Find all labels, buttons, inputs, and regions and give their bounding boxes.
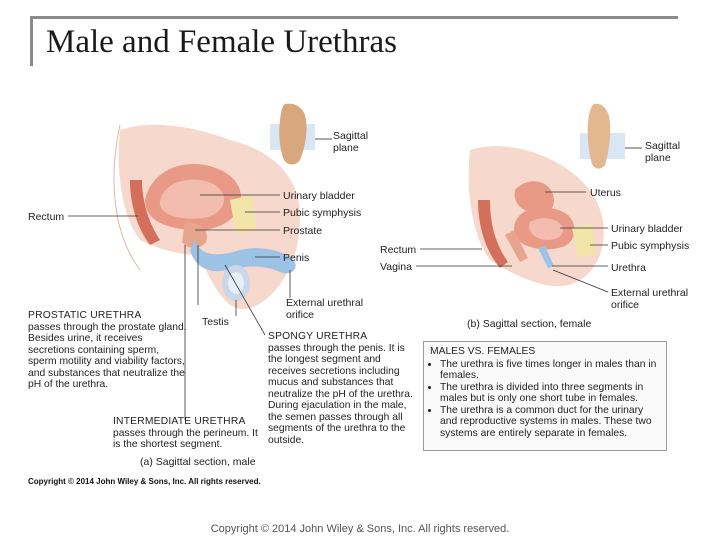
intermediate-urethra-heading: INTERMEDIATE URETHRA — [113, 416, 246, 427]
title-frame-top — [30, 16, 678, 19]
female-pubic-symphysis-label: Pubic symphysis — [611, 240, 690, 252]
female-sagittal-plane-figure — [580, 103, 642, 169]
female-sagittal-section — [468, 146, 604, 287]
female-sagittal-plane-label: Sagittal plane — [645, 140, 681, 164]
spongy-urethra-description: SPONGY URETHRA passes through the penis.… — [268, 331, 414, 446]
male-rectum-label: Rectum — [28, 211, 65, 223]
comparison-item: The urethra is divided into three segmen… — [440, 382, 660, 405]
male-sagittal-section — [113, 124, 301, 309]
male-testis-label: Testis — [202, 316, 229, 328]
spongy-urethra-text: passes through the penis. It is the long… — [268, 342, 413, 446]
male-sagittal-plane-figure — [270, 103, 332, 165]
males-vs-females-box: MALES VS. FEMALES The urethra is five ti… — [423, 341, 667, 451]
prostatic-urethra-heading: PROSTATIC URETHRA — [28, 310, 142, 321]
intermediate-urethra-text: passes through the perineum. It is the s… — [113, 427, 258, 451]
comparison-item: The urethra is a common duct for the uri… — [440, 405, 660, 440]
female-uterus — [514, 181, 555, 215]
female-pubic-symphysis — [572, 224, 596, 258]
female-urethra — [538, 246, 554, 268]
male-leader-lines — [68, 194, 291, 420]
comparison-item: The urethra is five times longer in male… — [440, 359, 660, 382]
title-frame-left — [30, 16, 33, 66]
prostatic-urethra-text: passes through the prostate gland. Besid… — [28, 321, 187, 391]
female-vagina-label: Vagina — [380, 261, 412, 273]
male-spongy-urethra — [190, 240, 296, 274]
male-prostate-label: Prostate — [283, 225, 323, 237]
figure-copyright: Copyright © 2014 John Wiley & Sons, Inc.… — [28, 477, 261, 486]
female-external-urethral-orifice-label: External urethral orifice — [611, 287, 689, 311]
male-pubic-symphysis — [230, 195, 256, 234]
male-penis-label: Penis — [283, 252, 310, 264]
slide-title: Male and Female Urethras — [46, 24, 397, 60]
spongy-urethra-heading: SPONGY URETHRA — [268, 331, 368, 342]
slide-copyright: Copyright © 2014 John Wiley & Sons, Inc.… — [210, 523, 510, 535]
female-uterus-label: Uterus — [590, 187, 621, 199]
male-prostate — [182, 222, 207, 248]
male-rectum — [130, 180, 160, 245]
comparison-heading: MALES VS. FEMALES — [430, 346, 536, 357]
male-caption: (a) Sagittal section, male — [140, 456, 256, 468]
female-urethra-label: Urethra — [611, 262, 647, 274]
male-pubic-symphysis-label: Pubic symphysis — [283, 207, 362, 219]
female-rectum — [478, 200, 508, 268]
female-rectum-label: Rectum — [380, 244, 417, 256]
female-vagina — [505, 230, 528, 262]
prostatic-urethra-description: PROSTATIC URETHRA passes through the pro… — [28, 310, 188, 391]
female-urinary-bladder-label: Urinary bladder — [611, 223, 683, 235]
male-urinary-bladder-label: Urinary bladder — [283, 190, 355, 202]
comparison-list: The urethra is five times longer in male… — [430, 359, 660, 440]
intermediate-urethra-description: INTERMEDIATE URETHRA passes through the … — [113, 416, 263, 451]
male-external-urethral-orifice-label: External urethral orifice — [286, 297, 364, 321]
female-leader-lines — [416, 191, 609, 293]
male-sagittal-plane-label: Sagittal plane — [333, 130, 369, 154]
female-caption: (b) Sagittal section, female — [467, 318, 592, 330]
